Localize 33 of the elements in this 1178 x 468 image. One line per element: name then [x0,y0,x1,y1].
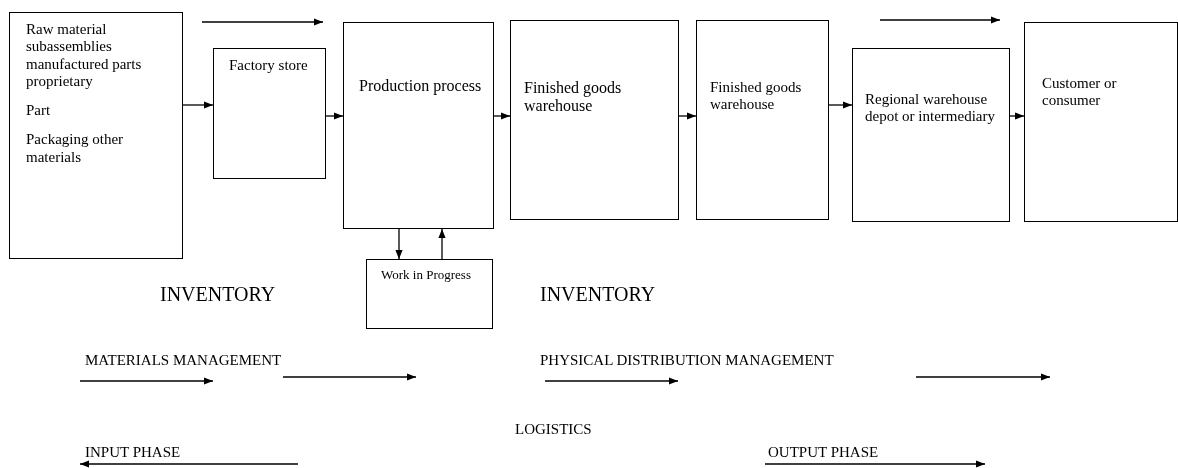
section-label: INVENTORY [160,283,276,306]
box-text: Production process [359,77,483,96]
box-text: Work in Progress [381,268,472,283]
box-text: Finished goods warehouse [710,79,803,114]
box-text: Regional warehouse depot or intermediary [865,91,996,126]
section-label: PHYSICAL DISTRIBUTION MANAGEMENT [540,352,834,369]
box-text: Packaging other materials [26,131,125,166]
arrow [828,101,853,109]
process-box [9,12,183,259]
section-label: LOGISTICS [515,421,592,438]
arrow [493,112,511,120]
section-label: MATERIALS MANAGEMENT [85,352,282,369]
process-box [696,20,829,220]
arrow [182,101,214,109]
process-box [213,48,326,179]
box-text: Part [26,102,52,120]
box-text: Finished goods warehouse [524,79,623,116]
arrow [438,228,446,260]
section-label: INVENTORY [540,283,656,306]
process-box [510,20,679,220]
section-label: OUTPUT PHASE [768,444,879,461]
box-text: Customer or consumer [1042,75,1118,110]
box-text: Raw material subassemblies manufactured parts proprietary [26,21,143,90]
process-box [852,48,1010,222]
arrow [1009,112,1025,120]
process-box [366,259,493,329]
process-box [1024,22,1178,222]
section-label: INPUT PHASE [85,444,181,461]
arrow [395,228,403,260]
arrow [678,112,697,120]
process-box [343,22,494,229]
box-text: Factory store [229,57,309,75]
arrow [325,112,344,120]
